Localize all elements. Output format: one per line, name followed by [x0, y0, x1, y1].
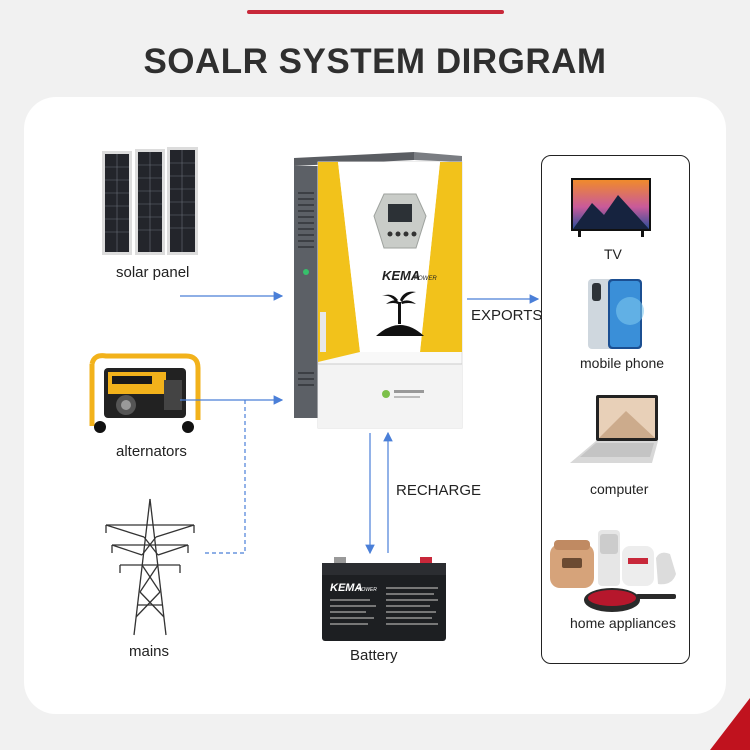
- inverter-brand: KEMA: [382, 268, 420, 283]
- mobile-phone-icon: [588, 279, 644, 349]
- device-label-tv: TV: [604, 246, 622, 262]
- battery-brand-suffix: POWER: [358, 587, 377, 593]
- battery-brand: KEMA: [330, 582, 362, 594]
- alternators-label: alternators: [116, 443, 187, 460]
- hybrid-inverter: KEMA POWER: [294, 152, 463, 429]
- device-label-mobile-phone: mobile phone: [580, 355, 665, 371]
- solar-panel-icon: [102, 147, 198, 255]
- mains-to-inverter-connector: [205, 400, 246, 554]
- tv-icon: [571, 178, 651, 237]
- power-tower-icon: [105, 498, 195, 636]
- header-accent-bar: [247, 10, 504, 14]
- generator-icon: [89, 353, 201, 433]
- inverter-brand-suffix: POWER: [414, 276, 437, 282]
- mains-label: mains: [129, 643, 170, 660]
- device-label-computer: computer: [590, 481, 649, 497]
- battery-icon: KEMA POWER: [322, 557, 446, 641]
- home-appliances-icon: [550, 530, 676, 612]
- corner-accent: [710, 698, 750, 750]
- exports-label: EXPORTS: [471, 307, 543, 324]
- recharge-label: RECHARGE: [396, 482, 482, 499]
- solar-panel-label: solar panel: [116, 264, 190, 281]
- battery-label: Battery: [350, 647, 398, 664]
- device-label-home-appliances: home appliances: [570, 615, 676, 631]
- laptop-icon: [570, 395, 658, 463]
- page-title: SOALR SYSTEM DIRGRAM: [143, 42, 607, 81]
